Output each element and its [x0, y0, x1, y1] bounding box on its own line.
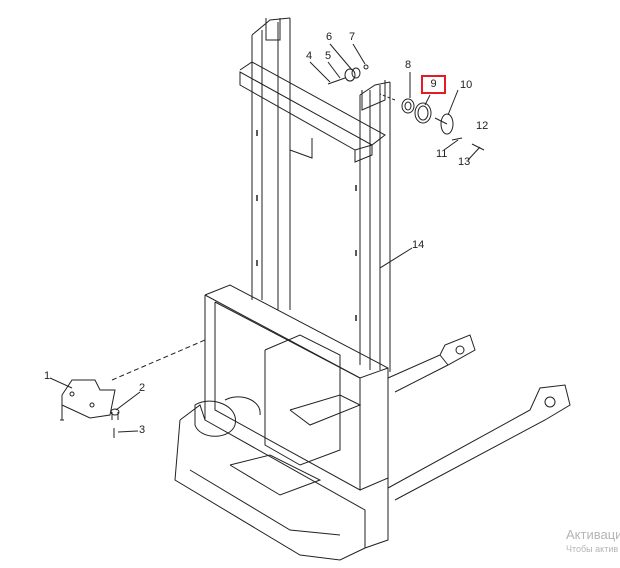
mast-crossbar: [239, 61, 386, 163]
bracket-assembly: [49, 339, 206, 438]
activation-watermark-subtitle: Чтобы актив: [566, 544, 619, 554]
callout-1: 1: [44, 370, 51, 382]
mast-left-rail: [251, 17, 291, 310]
fork-legs: [387, 334, 571, 501]
pulley-pin-assembly: [309, 43, 369, 85]
callout-11: 11: [436, 148, 448, 160]
activation-watermark-title: Активаци: [566, 527, 620, 542]
callout-2: 2: [139, 382, 146, 394]
callout-3: 3: [139, 424, 146, 436]
callout-7: 7: [349, 31, 356, 43]
callout-10: 10: [460, 79, 473, 91]
callout-5: 5: [325, 50, 332, 62]
chassis-frame: [174, 284, 389, 561]
callout-14: 14: [412, 239, 425, 251]
callout-6: 6: [326, 31, 333, 43]
callout-9-highlighted: 9: [421, 75, 446, 94]
callout-13: 13: [458, 156, 471, 168]
callout-4: 4: [306, 50, 313, 62]
roller-bearing-assembly: [379, 72, 485, 269]
callout-8: 8: [405, 59, 412, 71]
callout-12: 12: [476, 120, 489, 132]
